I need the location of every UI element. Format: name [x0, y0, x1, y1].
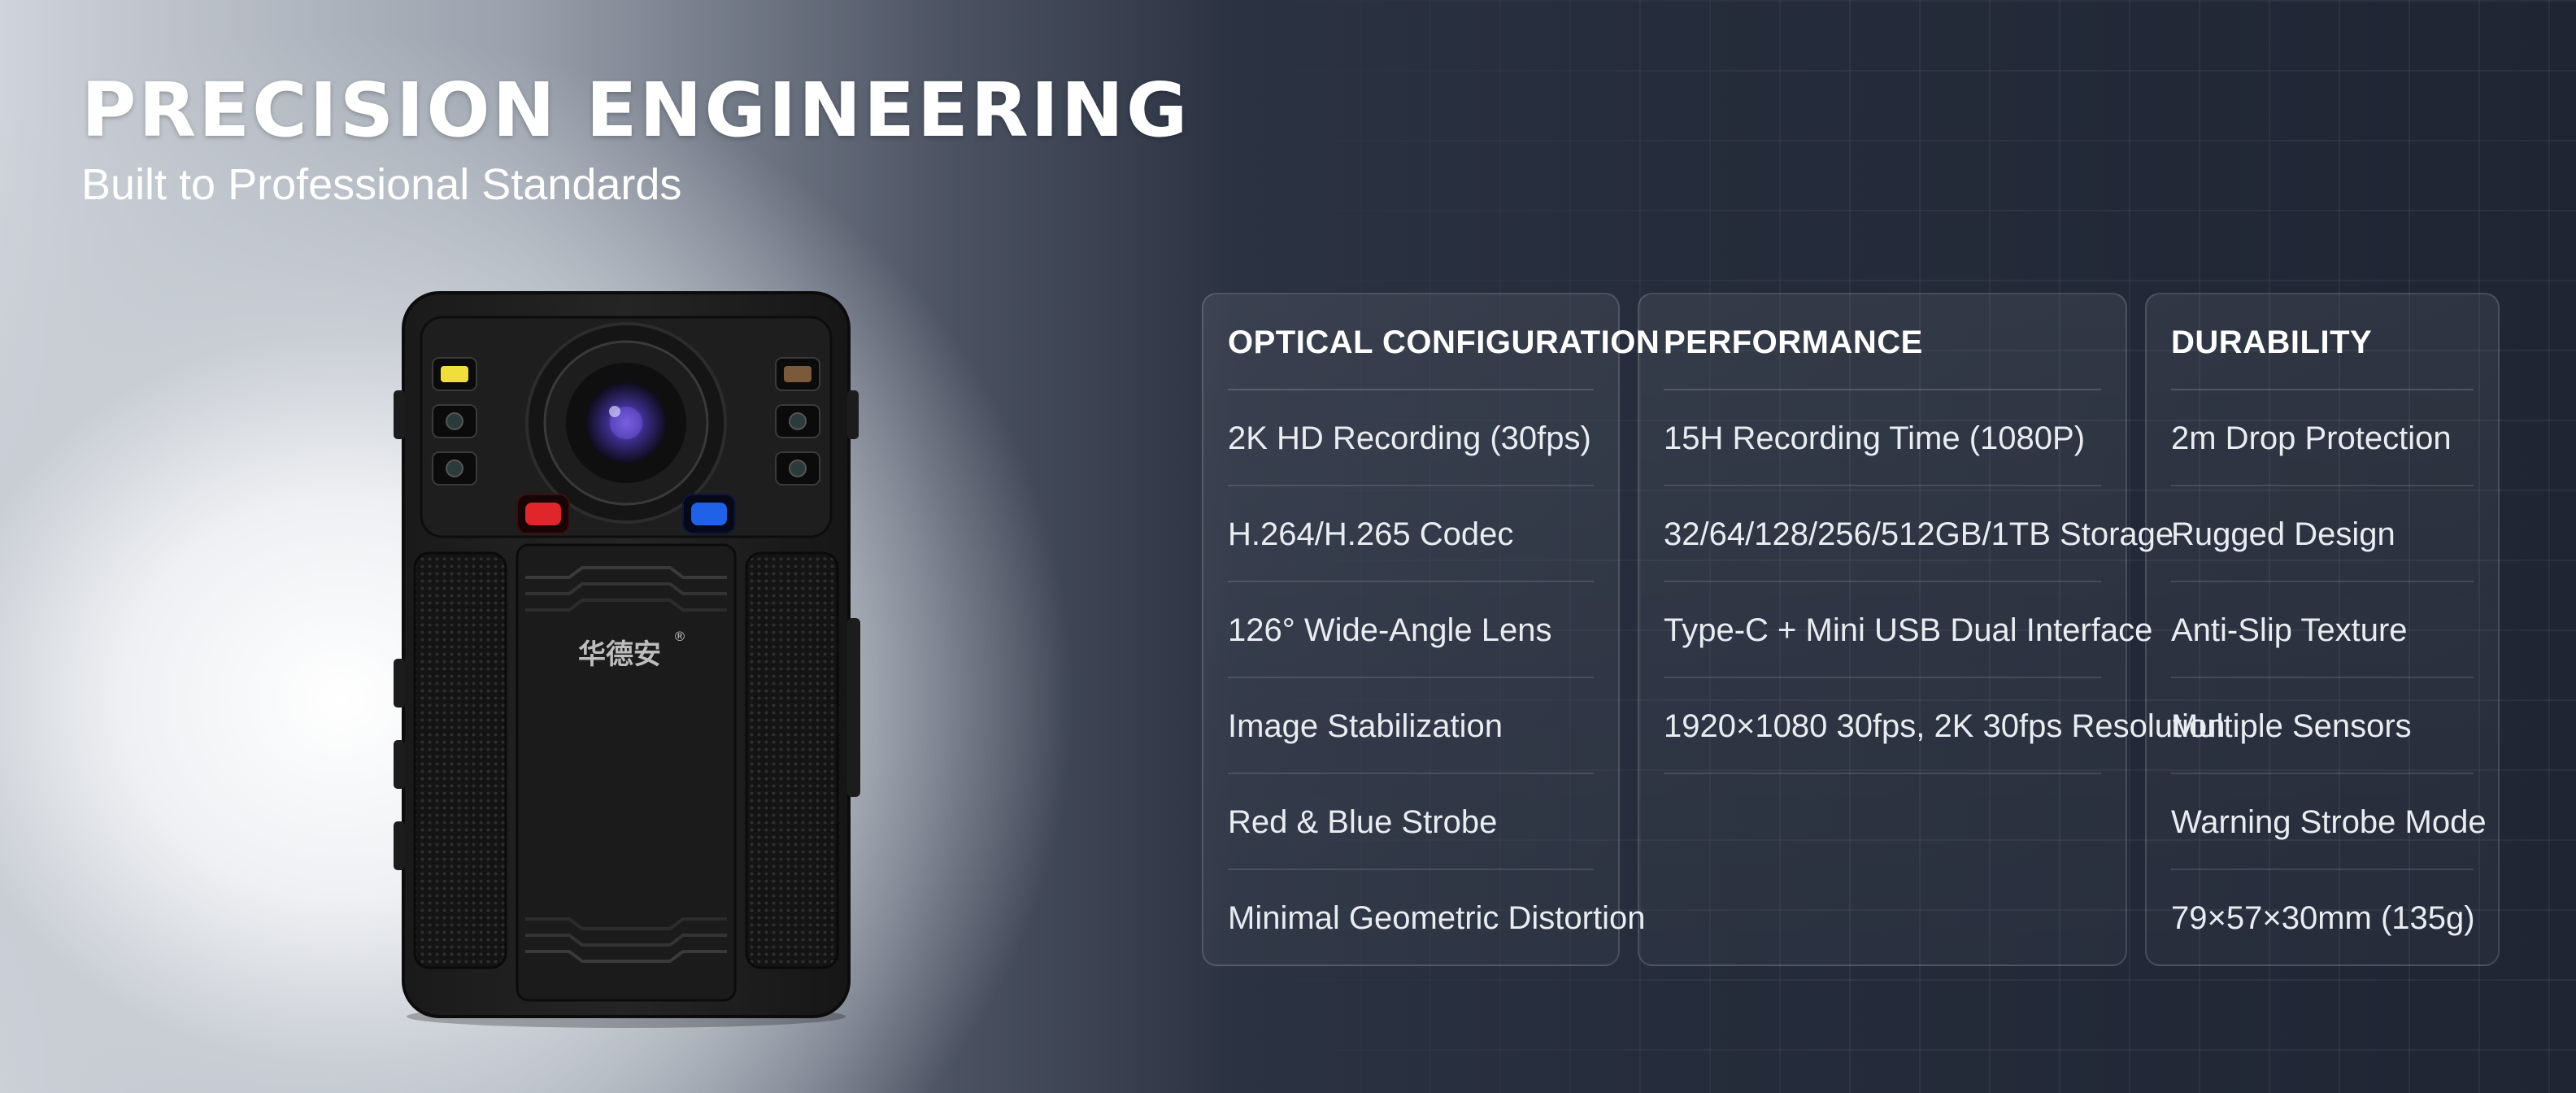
card-title: OPTICAL CONFIGURATION — [1228, 294, 1660, 390]
card-title: DURABILITY — [2171, 294, 2474, 390]
spec-item: Minimal Geometric Distortion — [1228, 900, 1646, 936]
spec-card-durability: DURABILITY 2m Drop Protection Rugged Des… — [2145, 293, 2500, 966]
spec-card-performance: PERFORMANCE 15H Recording Time (1080P) 3… — [1638, 293, 2226, 966]
spec-item: 1920×1080 30fps, 2K 30fps Resolution — [1664, 678, 2226, 774]
page-subtitle: Built to Professional Standards — [81, 160, 682, 209]
spec-list: 2K HD Recording (30fps) H.264/H.265 Code… — [1228, 390, 1646, 966]
background-grid — [1220, 0, 2576, 1093]
spec-item: 15H Recording Time (1080P) — [1664, 390, 2101, 486]
spec-item: 32/64/128/256/512GB/1TB Storage — [1664, 486, 2174, 582]
page-title: PRECISION ENGINEERING — [81, 67, 1190, 154]
spec-card-optical: OPTICAL CONFIGURATION 2K HD Recording (3… — [1202, 293, 1660, 966]
card-title: PERFORMANCE — [1664, 294, 2101, 390]
spec-list: 15H Recording Time (1080P) 32/64/128/256… — [1664, 390, 2226, 774]
spec-item: Warning Strobe Mode — [2171, 774, 2487, 870]
spec-item: Rugged Design — [2171, 486, 2474, 582]
spec-item: 2m Drop Protection — [2171, 390, 2474, 486]
spec-item: Red & Blue Strobe — [1228, 774, 1594, 870]
spec-item: 126° Wide-Angle Lens — [1228, 582, 1594, 678]
spec-item: 79×57×30mm (135g) — [2171, 900, 2475, 936]
spec-item: H.264/H.265 Codec — [1228, 486, 1594, 582]
spec-item: Anti-Slip Texture — [2171, 582, 2474, 678]
spec-item: Image Stabilization — [1228, 678, 1594, 774]
spec-list: 2m Drop Protection Rugged Design Anti-Sl… — [2171, 390, 2487, 966]
registered-mark: ® — [673, 629, 686, 644]
spec-item: Multiple Sensors — [2171, 678, 2474, 774]
spec-item: 2K HD Recording (30fps) — [1228, 390, 1594, 486]
device-brand-logo: 华德安 — [578, 638, 661, 671]
spec-item: Type-C + Mini USB Dual Interface — [1664, 582, 2152, 678]
body-camera-image: 华德安 ® — [382, 285, 870, 1033]
